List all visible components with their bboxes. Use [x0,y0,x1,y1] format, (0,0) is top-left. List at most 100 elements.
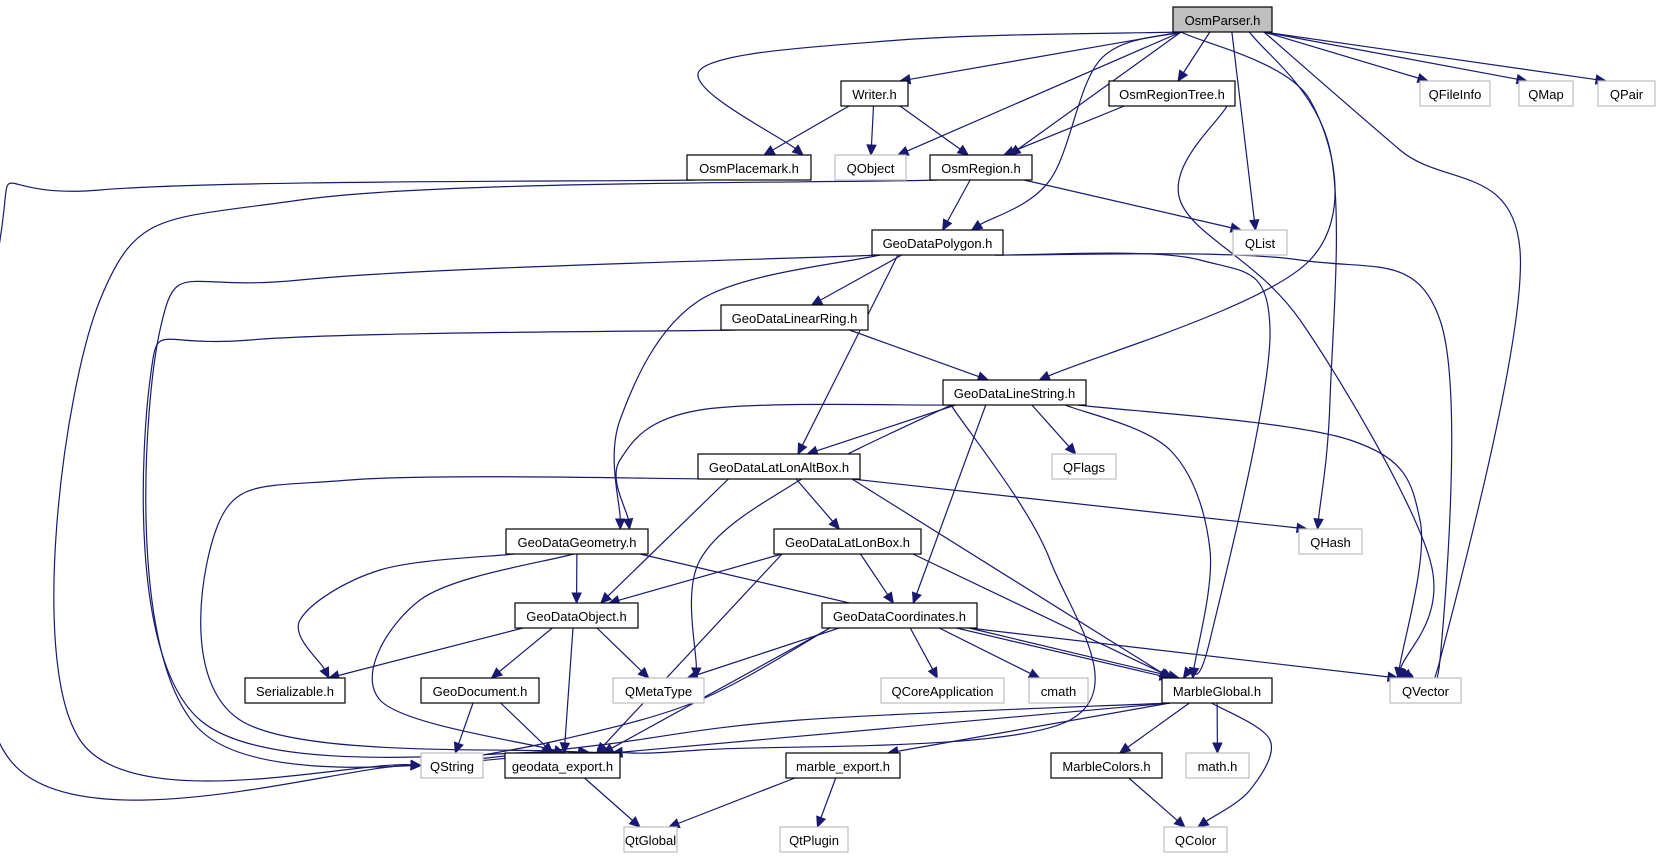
edge-GeoDataLatLonBox-to-GeoDataCoordinates [860,553,889,596]
node-GeoDataLatLonAltBox[interactable]: GeoDataLatLonAltBox.h [697,453,861,480]
node-label: GeoDataLinearRing.h [732,311,858,326]
node-MarbleColors[interactable]: MarbleColors.h [1050,752,1163,779]
edge-OsmParser-to-OsmPlacemark [697,31,1182,150]
node-MarbleGlobal[interactable]: MarbleGlobal.h [1161,677,1273,704]
node-box [612,677,705,704]
edge-GeoDataCoordinates-to-cmath [938,627,1031,675]
node-GeoDataLineString[interactable]: GeoDataLineString.h [942,379,1087,406]
node-box [720,304,869,331]
edge-MarbleGlobal-to-marble_export [897,702,1171,752]
edge-OsmParser-to-QMap [1263,31,1518,80]
node-OsmParser[interactable]: OsmParser.h [1172,6,1273,33]
arrowhead-icon [1188,666,1200,680]
arrowhead-icon [883,591,894,605]
node-QtPlugin: QtPlugin [779,826,849,853]
node-QCoreApplication: QCoreApplication [880,677,1005,704]
node-box [929,154,1033,181]
node-QPair: QPair [1597,80,1656,107]
arrowhead-icon [614,518,626,531]
edge-GeoDataLineString-to-GeoDataCoordinates [916,404,987,594]
arrowhead-icon [1212,742,1223,755]
edge-GeoDataCoordinates-to-QCoreApplication [909,627,934,670]
arrowhead-icon [810,295,824,306]
edge-GeoDataPolygon-to-geodata_export [145,254,881,768]
edge-GeoDataLineString-to-MarbleGlobal [1064,404,1212,669]
edge-geodata_export-to-QtGlobal [584,777,633,821]
edge-GeoDocument-to-QString [458,702,474,744]
edge-marble_export-to-QtPlugin [820,777,837,818]
node-GeoDocument[interactable]: GeoDocument.h [420,677,540,704]
node-label: GeoDataCoordinates.h [833,609,966,624]
node-GeoDataObject[interactable]: GeoDataObject.h [514,602,639,629]
node-box [1185,752,1250,779]
node-box [1232,229,1288,256]
node-QVector: QVector [1389,677,1462,704]
edge-GeoDataLineString-to-GeoDataLatLonAltBox [816,404,956,452]
node-box [779,826,849,853]
node-box [1108,80,1236,107]
node-Writer[interactable]: Writer.h [840,80,909,107]
node-GeoDataGeometry[interactable]: GeoDataGeometry.h [505,528,649,555]
edge-GeoDataLatLonAltBox-to-GeoDataLatLonBox [795,478,834,522]
node-box [821,602,978,629]
arrowhead-icon [942,218,953,232]
edge-GeoDataLatLonAltBox-to-QHash [851,478,1298,529]
node-label: QFlags [1063,460,1105,475]
node-box [834,154,907,181]
edges-layer [0,31,1608,829]
edge-MarbleColors-to-QColor [1128,777,1178,821]
node-label: OsmPlacemark.h [699,161,799,176]
node-OsmRegion[interactable]: OsmRegion.h [929,154,1033,181]
node-marble_export[interactable]: marble_export.h [785,752,901,779]
arrowhead-icon [490,667,504,679]
node-box [1389,677,1462,704]
node-box [880,677,1005,704]
node-label: OsmRegion.h [941,161,1020,176]
node-label: cmath [1041,684,1076,699]
node-label: QFileInfo [1429,87,1482,102]
edge-GeoDataPolygon-to-GeoDataLatLonAltBox [801,254,899,446]
node-OsmPlacemark[interactable]: OsmPlacemark.h [686,154,812,181]
node-geodata_export[interactable]: geodata_export.h [504,752,621,779]
node-label: QMetaType [625,684,692,699]
node-GeoDataLatLonBox[interactable]: GeoDataLatLonBox.h [773,528,922,555]
node-box [420,752,484,779]
node-box [1028,677,1089,704]
edge-GeoDataPolygon-to-MarbleGlobal [994,252,1271,675]
node-QFlags: QFlags [1051,453,1117,480]
node-GeoDataPolygon[interactable]: GeoDataPolygon.h [871,229,1004,256]
node-box [1161,677,1273,704]
node-GeoDataCoordinates[interactable]: GeoDataCoordinates.h [821,602,978,629]
edge-GeoDataObject-to-Serializable [338,627,524,677]
node-label: QtGlobal [625,833,676,848]
edge-Writer-to-QObject [870,105,875,146]
arrowhead-icon [828,517,841,530]
node-box [1419,80,1491,107]
node-box [504,752,621,779]
node-label: OsmRegionTree.h [1119,87,1225,102]
node-box [1172,6,1273,33]
edge-GeoDataCoordinates-to-QString [430,627,831,765]
arrowhead-icon [559,742,571,755]
arrowhead-icon [1064,442,1077,455]
arrowhead-icon [453,741,464,755]
edge-GeoDataLatLonBox-to-GeoDataObject [618,553,783,601]
arrowhead-icon [1002,146,1016,156]
node-label: QString [430,759,474,774]
node-label: QVector [1402,684,1450,699]
node-Serializable[interactable]: Serializable.h [244,677,346,704]
node-label: Serializable.h [256,684,334,699]
edge-GeoDataLineString-to-QMetaType [690,404,952,669]
node-OsmRegionTree[interactable]: OsmRegionTree.h [1108,80,1236,107]
node-label: MarbleColors.h [1062,759,1150,774]
node-GeoDataLinearRing[interactable]: GeoDataLinearRing.h [720,304,869,331]
arrowhead-icon [571,592,582,605]
node-label: QCoreApplication [892,684,994,699]
node-QList: QList [1232,229,1288,256]
arrowhead-icon [1249,218,1260,232]
edge-OsmParser-to-QHash [1249,31,1338,520]
node-label: GeoDataGeometry.h [518,535,637,550]
edge-GeoDataLineString-to-QVector [1077,404,1423,669]
node-box [1050,752,1163,779]
